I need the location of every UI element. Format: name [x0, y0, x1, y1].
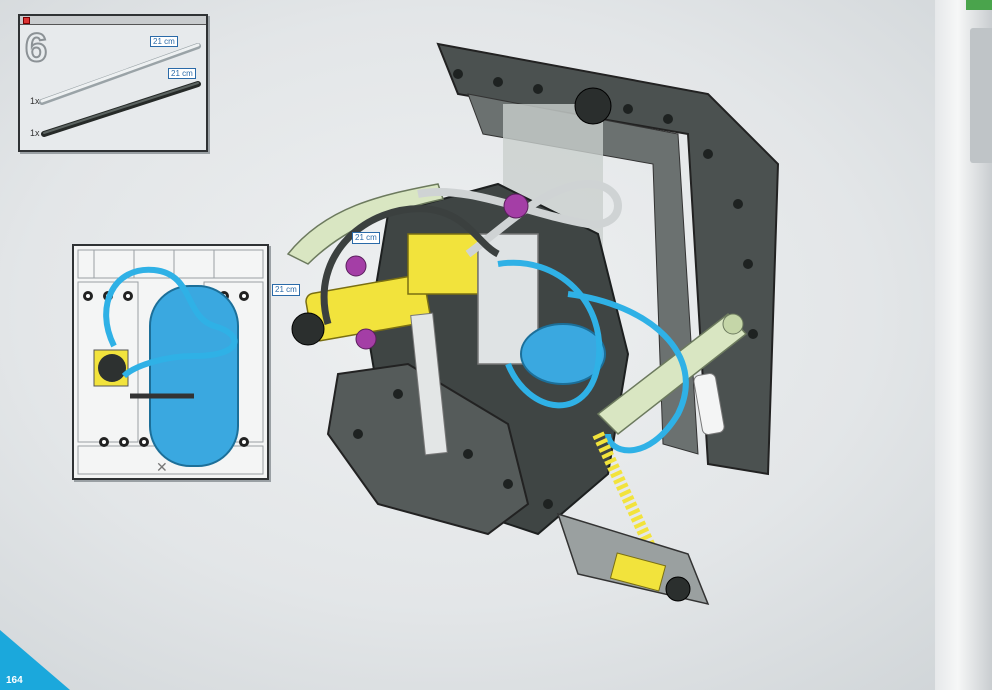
parts-list-box: 6 21 cm 21 cm 1x 1x	[18, 14, 208, 152]
model-illustration	[286, 42, 780, 606]
cross-mark-icon: ✕	[156, 460, 168, 476]
blue-hose-icon	[103, 266, 238, 379]
light-gray-technic-beam	[410, 312, 448, 456]
length-callout: 21 cm	[352, 232, 380, 244]
pneumatic-tank-icon	[149, 285, 239, 467]
yellow-block	[407, 233, 479, 295]
blue-hose-loop	[567, 291, 689, 454]
white-shock-absorber	[693, 372, 725, 436]
cylinder-end-cap	[291, 312, 325, 346]
length-callout: 21 cm	[272, 284, 300, 296]
parts-box-titlebar	[20, 16, 206, 25]
part-length-label: 21 cm	[150, 36, 178, 47]
step-number: 6	[24, 26, 48, 70]
page-corner-accent	[0, 630, 70, 690]
page-number: 164	[6, 675, 23, 686]
dark-hose	[320, 205, 500, 325]
part-quantity: 1x	[30, 96, 40, 106]
part-quantity: 1x	[30, 128, 40, 138]
black-hub-icon	[665, 576, 691, 602]
black-gear-icon	[98, 354, 126, 382]
blue-hose-main	[497, 259, 603, 409]
detail-inset-box: ✕	[72, 244, 269, 480]
yellow-steering-part	[609, 552, 667, 592]
next-page-edge	[966, 0, 992, 10]
purple-connector-icon	[355, 328, 377, 350]
parts-drawing	[39, 43, 201, 137]
lever-pivot	[722, 313, 744, 335]
light-green-lever	[596, 312, 748, 435]
black-knob-icon	[574, 87, 612, 125]
inset-drawing: ✕	[74, 246, 267, 478]
purple-connector-icon	[345, 255, 367, 277]
blue-pneumatic-tank	[520, 323, 606, 385]
black-flex-axle-highlight	[43, 82, 199, 134]
purple-connector-icon	[503, 193, 529, 219]
light-gray-flex-axle-highlight	[40, 43, 200, 103]
titlebar-icon	[23, 17, 30, 24]
technic-holes	[353, 69, 758, 509]
part-length-label: 21 cm	[168, 68, 196, 79]
next-page-tab	[970, 28, 992, 163]
